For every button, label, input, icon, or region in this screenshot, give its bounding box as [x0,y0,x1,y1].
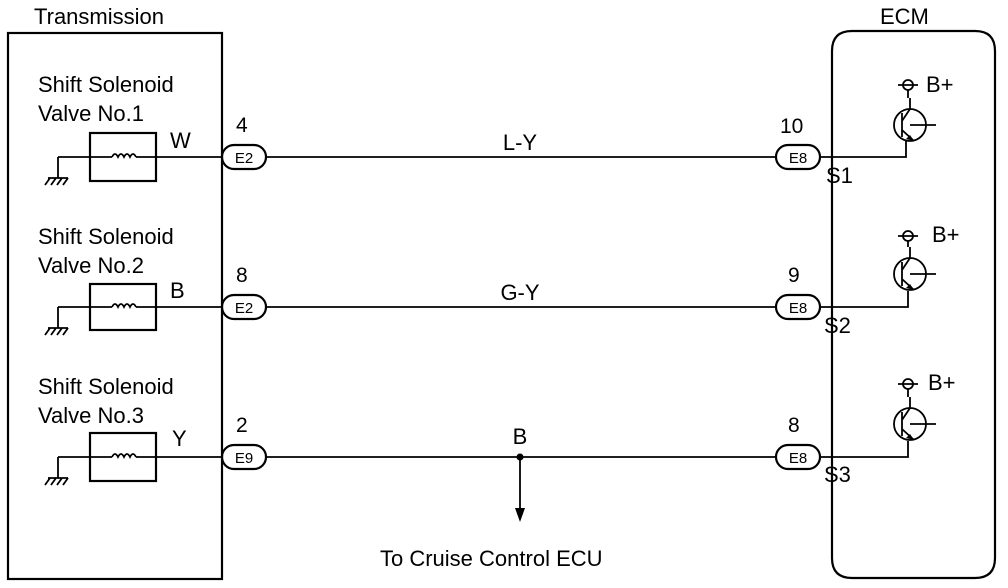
connector-e8-1: E8 [774,143,822,171]
wire-3-color: B [513,424,528,449]
branch-splice [515,453,525,522]
ecm-line-3 [820,441,909,458]
ecm-pin-3: 8 [788,414,800,437]
ecm-pin-1: 10 [780,115,803,138]
connector-2-label: E2 [235,300,253,317]
connector-e9: E9 [220,443,268,471]
ecm-signal-s1: S1 [826,163,853,188]
solenoid-row-3: Shift Solenoid Valve No.3 Y 2 E9 B 8 E8 … [38,370,956,522]
supply-icon [898,378,918,397]
ecm-title: ECM [880,4,929,29]
ecm-supply-2: B+ [932,222,960,247]
connector-e8-2: E8 [774,293,822,321]
solenoid-2-symbol [58,282,222,332]
ecm-signal-s3: S3 [824,462,851,487]
ecm-connector-1-label: E8 [789,150,807,167]
solenoid-2-pin: 8 [236,264,248,287]
solenoid-1-name-line1: Shift Solenoid [38,72,174,97]
solenoid-3-name-line1: Shift Solenoid [38,374,174,399]
connector-e2-2: E2 [220,293,268,321]
connector-e2-1: E2 [220,143,268,171]
ecm-supply-1: B+ [926,72,954,97]
wire-1-color: L-Y [503,130,538,155]
branch-destination-label: To Cruise Control ECU [380,546,603,571]
solenoid-2-name-line1: Shift Solenoid [38,224,174,249]
ecm-line-2 [820,291,909,308]
ground-icon [44,457,69,486]
solenoid-1-symbol [58,131,222,183]
solenoid-row-1: Shift Solenoid Valve No.1 W 4 E2 L-Y 10 … [38,72,954,188]
ground-icon [44,157,69,186]
solenoid-row-2: Shift Solenoid Valve No.2 B 8 E2 G-Y 9 E… [38,222,960,338]
transmission-title: Transmission [34,4,164,29]
solenoid-1-pin: 4 [236,114,248,137]
transistor-icon [893,397,936,441]
supply-icon [898,230,918,247]
ecm-line-1 [820,140,907,158]
transistor-icon [893,98,936,142]
connector-1-label: E2 [235,150,253,167]
connector-e8-3: E8 [774,443,822,471]
solenoid-3-terminal-color: Y [172,426,187,451]
ground-icon [44,307,69,336]
solenoid-1-terminal-color: W [170,128,191,153]
ecm-box [830,29,997,580]
supply-icon [898,79,918,98]
ecm-supply-3: B+ [928,370,956,395]
connector-3-label: E9 [235,450,253,467]
transistor-icon [893,247,936,291]
solenoid-3-name-line2: Valve No.3 [38,403,144,428]
ecm-pin-2: 9 [788,264,800,287]
solenoid-2-name-line2: Valve No.2 [38,253,144,278]
wire-2-color: G-Y [500,280,539,305]
ecm-connector-2-label: E8 [789,300,807,317]
solenoid-3-symbol [58,431,222,483]
ecm-connector-3-label: E8 [789,450,807,467]
arrow-down-icon [515,508,525,522]
solenoid-3-pin: 2 [236,414,248,437]
ecm-signal-s2: S2 [824,313,851,338]
solenoid-1-name-line2: Valve No.1 [38,101,144,126]
solenoid-2-terminal-color: B [170,278,185,303]
